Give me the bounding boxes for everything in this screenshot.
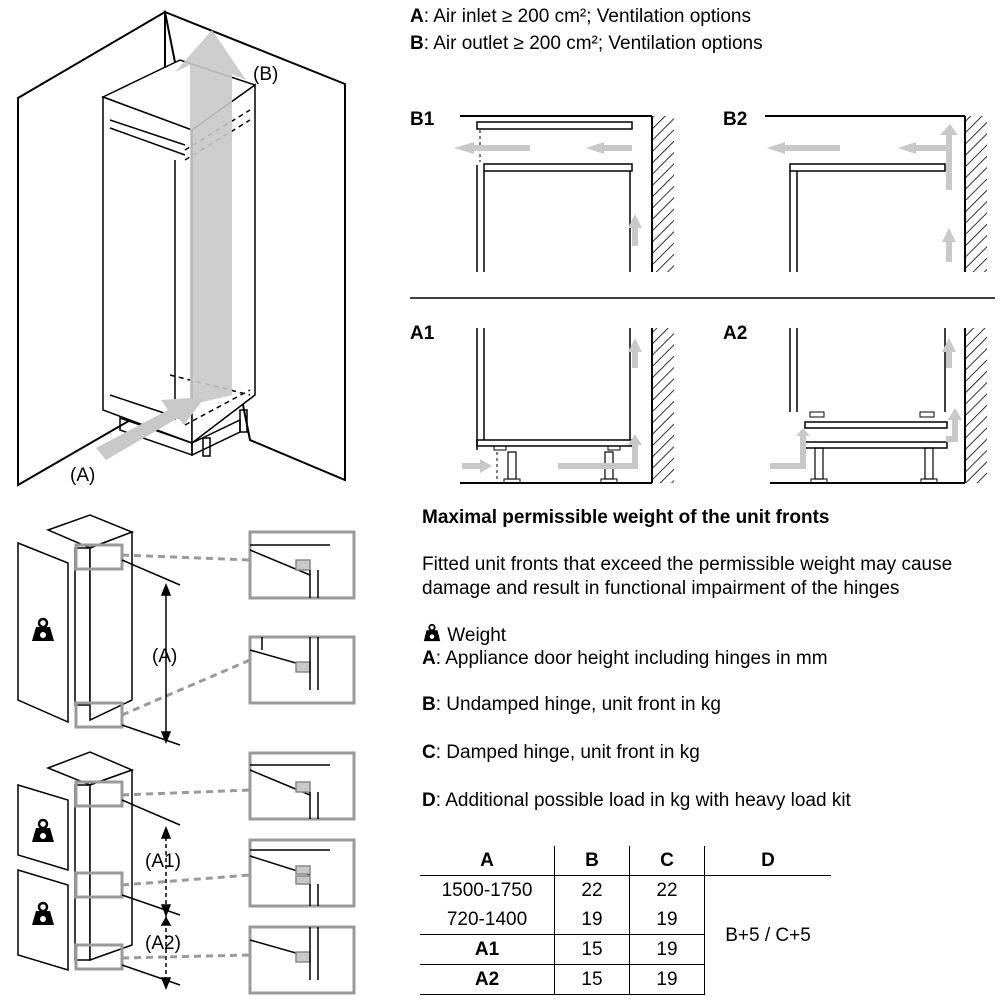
panel-b2 — [765, 115, 987, 272]
cell-b: 15 — [554, 964, 630, 995]
cell-a: 1500-1750 — [441, 880, 533, 901]
def-a-key: A — [422, 648, 436, 669]
def-b-key: B — [422, 694, 436, 715]
def-d: D: Additional possible load in kg with h… — [422, 789, 851, 813]
b1-arrow-mid — [586, 142, 632, 154]
def-a: A: Appliance door height including hinge… — [422, 647, 828, 671]
panel-a1 — [460, 328, 674, 484]
main-label-a: (A) — [70, 465, 96, 486]
air-inlet-arrow — [96, 397, 205, 460]
cell-b: 15 — [554, 934, 630, 965]
weight-label: Weight — [447, 625, 507, 646]
cell-a: A2 — [420, 964, 555, 995]
panel-a2 — [770, 328, 987, 484]
cell-c: 22 — [629, 875, 705, 905]
panel-label-a2: A2 — [723, 323, 748, 344]
def-b-text: : Undamped hinge, unit front in kg — [435, 694, 721, 715]
weight-icon — [32, 901, 54, 925]
table-header-row: A B C D — [420, 846, 831, 876]
cell-a: 720-1400 — [420, 905, 555, 935]
table-row: 1500-1750 22 22 B+5 / C+5 — [420, 875, 831, 995]
header-a: A — [420, 846, 555, 876]
header-d: D — [704, 846, 831, 876]
weight-icon — [32, 818, 54, 842]
main-label-b: (B) — [253, 64, 279, 85]
a1-arrow-in — [462, 459, 492, 473]
cell-d: B+5 / C+5 — [704, 875, 831, 995]
header-b: B — [554, 846, 630, 876]
ventilation-panels — [410, 115, 995, 484]
legend-b-text: : Air outlet ≥ 200 cm²; Ventilation opti… — [423, 33, 763, 54]
door-weight-icons — [32, 617, 54, 925]
legend-b-key: B — [410, 33, 424, 54]
hinge-label-a2: (A2) — [145, 933, 181, 954]
weight-description: Fitted unit fronts that exceed the permi… — [422, 554, 953, 599]
header-c: C — [629, 846, 705, 876]
b1-arrow-up — [632, 226, 638, 246]
b2-arrow-mid — [898, 142, 946, 154]
weight-table: A B C D 1500-1750 22 22 B+5 / C+5 720-14… — [420, 846, 831, 995]
a2-arrow-up — [946, 350, 952, 368]
cabinet-isometric-drawing — [17, 10, 346, 487]
legend-a-key: A — [410, 6, 424, 27]
weight-heading: Maximal permissible weight of the unit f… — [422, 507, 830, 528]
cell-b: 19 — [554, 905, 630, 935]
def-d-key: D — [422, 790, 436, 811]
tall-cabinet — [101, 59, 257, 457]
table-row: A2 15 19 — [420, 964, 831, 995]
cell-c: 19 — [629, 964, 705, 995]
weight-legend: Weight — [422, 623, 506, 648]
b2-arrow-top — [767, 142, 840, 154]
def-c-key: C — [422, 742, 436, 763]
cell-c: 19 — [629, 905, 705, 935]
panel-b1 — [454, 115, 674, 272]
a2-arrow-in — [770, 428, 810, 469]
cell-b: 22 — [554, 875, 630, 905]
table-row: 720-1400 19 19 — [420, 905, 831, 935]
panel-label-b2: B2 — [723, 109, 748, 130]
weight-icon — [32, 617, 54, 641]
legend-a-text: : Air inlet ≥ 200 cm²; Ventilation optio… — [423, 6, 752, 27]
b1-arrow-top — [454, 142, 530, 154]
table-row: A1 15 19 — [420, 934, 831, 965]
hinge-drawings — [17, 514, 356, 995]
hinge-label-a1: (A1) — [145, 851, 181, 872]
a1-arrow-up — [632, 350, 638, 368]
legend-b: B: Air outlet ≥ 200 cm²; Ventilation opt… — [410, 32, 763, 56]
def-c-text: : Damped hinge, unit front in kg — [435, 742, 700, 763]
weight-icon — [423, 623, 441, 642]
def-b: B: Undamped hinge, unit front in kg — [422, 693, 721, 717]
legend-a: A: Air inlet ≥ 200 cm²; Ventilation opti… — [410, 5, 751, 29]
panel-label-a1: A1 — [410, 323, 435, 344]
def-d-text: : Additional possible load in kg with he… — [435, 790, 851, 811]
air-outlet-arrow — [175, 30, 246, 405]
panel-label-b1: B1 — [410, 109, 435, 130]
cell-c: 19 — [629, 934, 705, 965]
b2-arrow-up — [946, 240, 952, 262]
cell-a: A1 — [420, 934, 555, 965]
def-a-text: : Appliance door height including hinges… — [435, 648, 828, 669]
hinge-label-a: (A) — [152, 646, 178, 667]
def-c: C: Damped hinge, unit front in kg — [422, 741, 700, 765]
